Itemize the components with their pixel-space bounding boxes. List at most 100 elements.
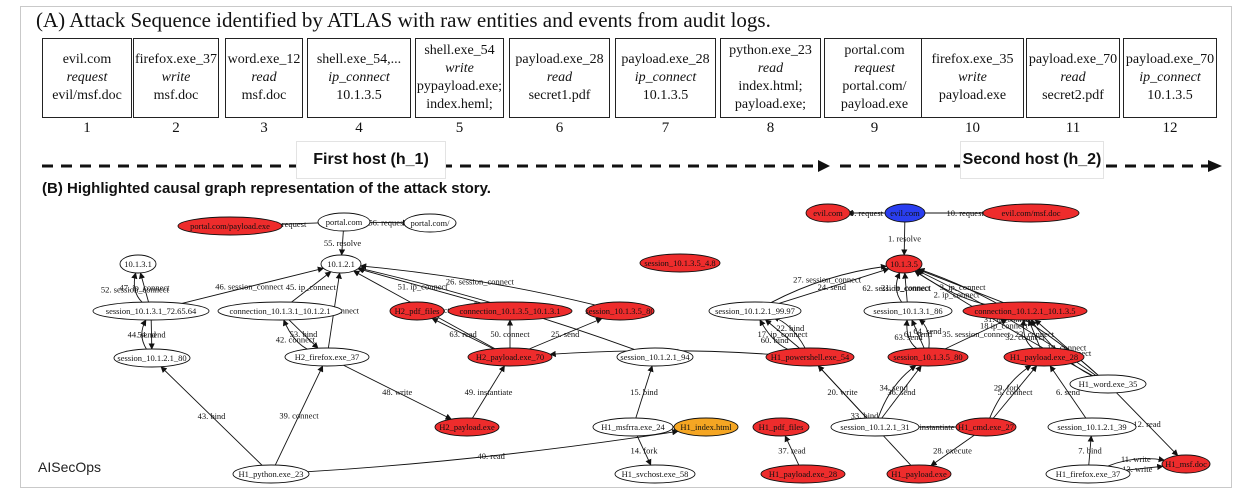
edge-label: 60. bind [761,335,790,345]
node-label: session_10.1.2.1_39 [1057,422,1126,432]
edge-label: 19. connect [1047,343,1087,353]
event-number: 3 [260,120,268,136]
node-label: connection_10.1.3.5_10.1.3.1 [459,306,560,316]
node-label: session_10.1.2.1_99.97 [715,306,795,316]
event-number: 6 [555,120,564,136]
node-shape [467,347,553,367]
event-line: write [958,70,987,86]
event-number: 10 [965,120,980,136]
node-label: 10.1.3.1 [124,259,152,269]
node-label: session_10.1.3.5_4.8 [644,258,715,268]
edge-label: 25. send [551,329,580,339]
graph-node-h2payexe: H2_payload.exe [434,417,500,437]
event-line: payload.exe_70 [1028,52,1118,68]
edge-label: 29. fork [994,382,1022,392]
graph-edge [930,434,975,467]
node-shape [884,203,926,223]
edge-label: 48. write [382,387,412,397]
event-line: pypayload.exe; [416,79,503,94]
event-line: msf.doc [153,87,199,103]
node-shape [673,417,739,437]
graph-edge [989,365,1032,419]
graph-edge [138,272,149,303]
edge-label: 7. bind [1078,446,1102,456]
edge-label: 47. ip_connect [119,283,170,293]
event-number: 12 [1162,120,1178,136]
graph-node-ip1035: 10.1.3.5 [885,254,923,274]
event-line: python.exe_23 [729,43,812,59]
graph-edge [181,266,325,304]
edge-label: 21. ip_connect [881,283,932,293]
edge-label: 30. instantiate [907,422,955,432]
event-line: payload.exe; [734,96,807,112]
graph-node-s1: session_10.1.3.1_72.65.64 [92,301,210,321]
event-line: evil.com [62,52,112,68]
graph-node-h1svc: H1_svchost.exe_58 [614,464,696,484]
node-label: H1_svchost.exe_58 [622,469,689,479]
event-line: payload.exe [840,96,909,112]
graph-node-evil: evil.com [805,203,851,223]
graph-node-h1pay28b: H1_payload.exe_28 [1003,347,1085,367]
edge-label: 35. session_connect [942,329,1011,339]
node-label: 10.1.2.1 [327,259,355,269]
node-label: portal.com/ [411,218,451,228]
event-line: read [251,70,277,86]
graph-node-evilip: evil.com [884,203,926,223]
graph-edge [817,365,868,419]
edge-label: 11. write [1121,454,1151,464]
edge-label: 17. ip_connect [757,329,808,339]
edge-label: 27. session_connect [793,274,862,284]
node-label: H1_powershell.exe_54 [771,352,850,362]
node-shape [863,301,953,321]
edge-label: 5. connect [998,387,1034,397]
node-shape [982,203,1080,223]
graph-node-h1ff: H1_firefox.exe_37 [1045,464,1131,484]
graph-node-ip1012: 10.1.2.1 [320,254,362,274]
event-line: write [445,61,474,77]
node-shape [639,253,721,273]
graph-edge [359,263,596,306]
graph-node-ip1013: 10.1.3.1 [119,254,157,274]
event-line: ip_connect [328,70,390,86]
event-line: read [757,61,784,77]
edge-label: 6. send [1056,387,1081,397]
event-line: 10.1.3.5 [642,87,689,103]
graph-edge [636,435,652,466]
edge-label: 42. connect [276,335,316,345]
edge-label: 63. read [449,329,477,339]
edge-label: 36. send [887,387,916,397]
event-line: request [66,70,108,86]
edge-label: 43. bind [198,411,227,421]
node-shape [752,417,810,437]
node-shape [955,417,1017,437]
node-shape [320,254,362,274]
edge-label: 34. send [880,383,909,393]
edge-label: 56. request [368,218,406,228]
node-shape [1047,417,1137,437]
edge-label: 49. instantiate [465,387,513,397]
event-line: shell.exe_54,... [316,52,402,68]
node-shape [592,417,674,437]
node-shape [805,203,851,223]
edge-label: 52. session_connect [101,284,170,294]
event-line: evil/msf.doc [52,87,122,103]
event-line: word.exe_12 [227,52,301,68]
graph-edge [160,366,263,466]
graph-edge [635,365,654,419]
node-shape [317,212,371,232]
graph-node-h2ff: H2_firefox.exe_37 [284,347,370,367]
node-shape [885,254,923,274]
event-number: 9 [870,120,879,136]
graph-node-conn_a: connection_10.1.3.5_10.1.3.1 [447,301,573,321]
node-label: session_10.1.2.1_80 [117,353,186,363]
node-label: H2_firefox.exe_37 [295,352,359,362]
node-label: H1_cmd.exe_27 [958,422,1014,432]
graph-edge [343,364,452,420]
edge-label: 24. send [818,282,847,292]
node-label: session_10.1.3.5_80 [893,352,962,362]
graph-node-h1pdf: H1_pdf_files [752,417,810,437]
graph-edge [431,318,494,350]
event-line: ip_connect [634,70,697,86]
